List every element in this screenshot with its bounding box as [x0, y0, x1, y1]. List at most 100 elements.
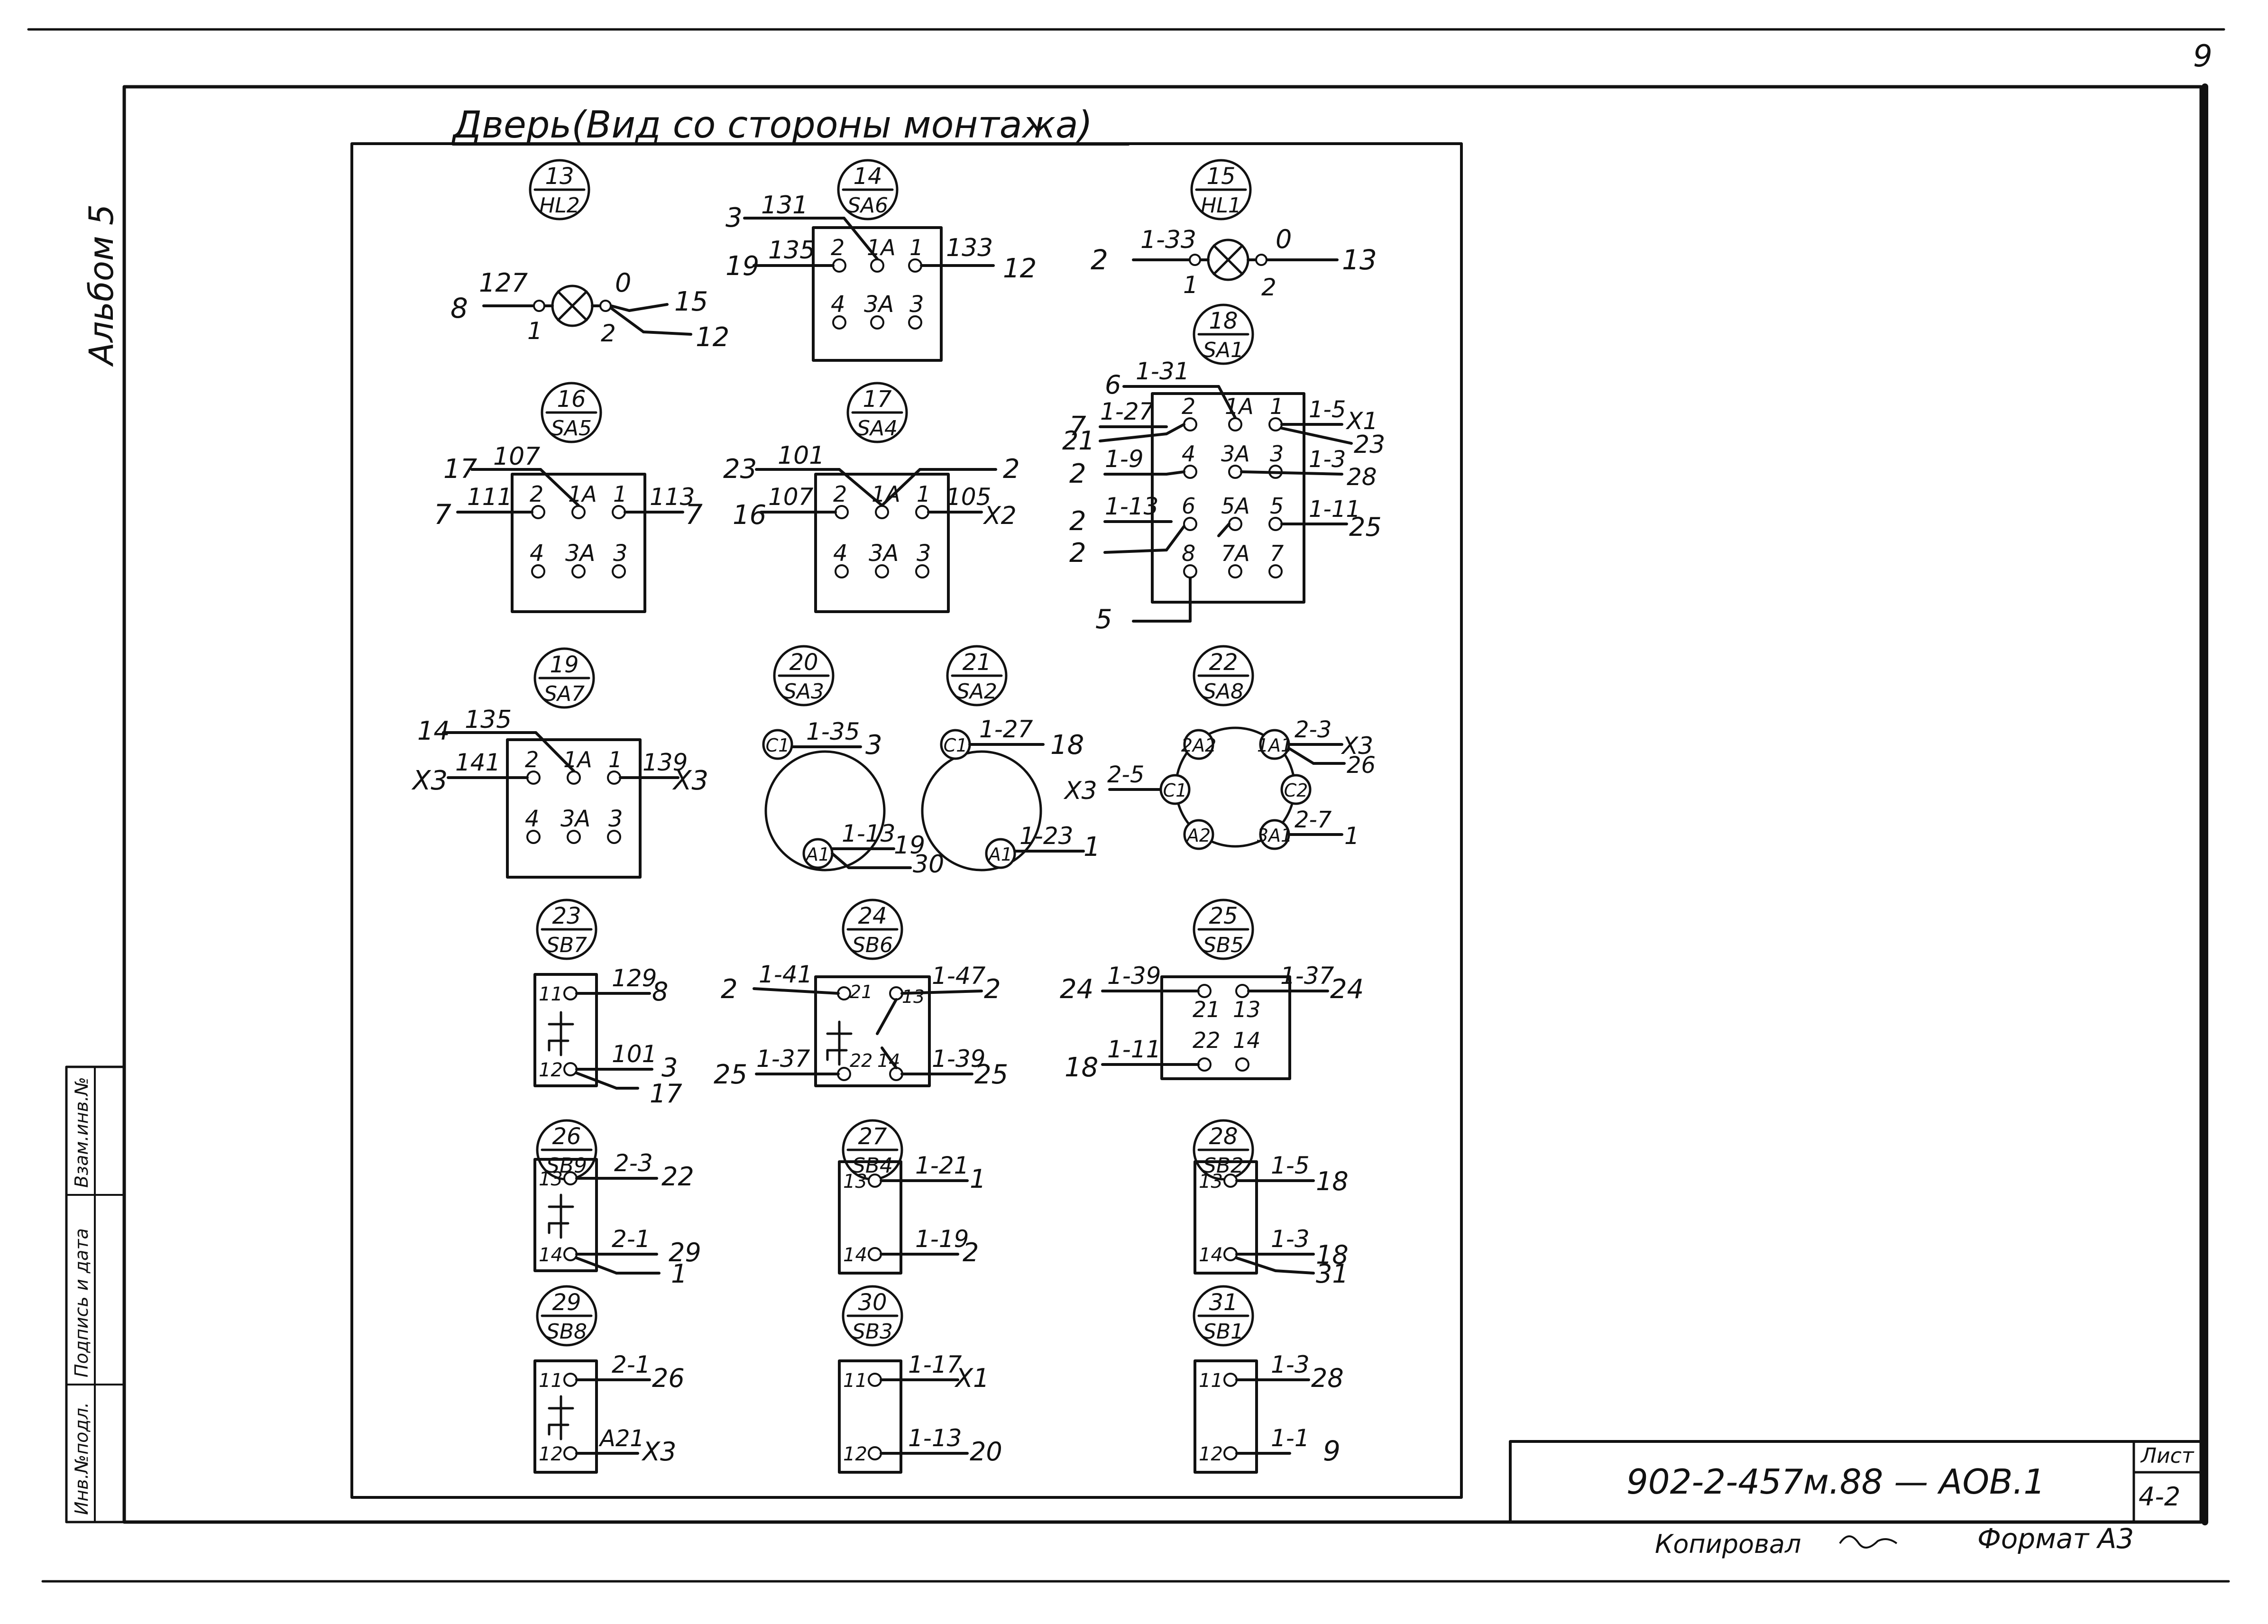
- terminal-label: X2: [982, 502, 1017, 530]
- terminal-label: 16: [733, 500, 766, 531]
- terminal-label: 22: [661, 1162, 694, 1192]
- wire: [1280, 427, 1353, 445]
- button-body: [838, 1160, 902, 1275]
- copier-signature: [1839, 1535, 1898, 1549]
- terminal-label: 1A: [568, 481, 597, 507]
- device-number: 29: [552, 1289, 581, 1316]
- terminal-tag: [762, 729, 793, 760]
- terminal-label: 127: [479, 268, 528, 298]
- terminal-label: A21: [598, 1425, 644, 1452]
- device-id: SA1: [1203, 338, 1244, 362]
- terminal-label: 101: [612, 1040, 657, 1068]
- device-number: 31: [1209, 1289, 1238, 1316]
- terminal-label: 12: [539, 1059, 563, 1081]
- terminal-label: 12: [843, 1443, 867, 1465]
- terminal: [563, 1446, 578, 1460]
- wire: [628, 303, 669, 312]
- document-code: 902-2-457м.88 — АОВ.1: [1626, 1462, 2045, 1502]
- terminal: [870, 258, 884, 273]
- terminal-label: X3: [1063, 777, 1097, 805]
- terminal-label: C1: [766, 735, 790, 756]
- terminal-label: 20: [970, 1437, 1002, 1467]
- terminal-label: 17: [443, 454, 477, 485]
- terminal-label: 21: [1193, 997, 1221, 1022]
- terminal: [563, 1171, 578, 1185]
- terminal-label: 1A: [872, 481, 900, 507]
- terminal-label: 3A: [565, 540, 595, 567]
- device-number: 27: [858, 1123, 887, 1150]
- terminal-label: 2: [1069, 538, 1086, 569]
- terminal-label: 8: [1182, 541, 1195, 566]
- terminal-label: 3: [608, 806, 623, 832]
- terminal-label: 6: [1182, 493, 1195, 519]
- wire: [610, 304, 631, 312]
- terminal-label: 8: [450, 292, 468, 324]
- wire: [831, 852, 850, 869]
- terminal-label: 1: [608, 747, 622, 772]
- terminal-label: 1A: [1225, 394, 1254, 419]
- device-number: 25: [1209, 903, 1238, 929]
- button-body: [838, 1359, 902, 1474]
- button-body: [1160, 975, 1291, 1080]
- wire: [881, 1046, 898, 1069]
- terminal-label: 23: [723, 454, 757, 485]
- device-id: SB6: [852, 933, 893, 957]
- terminal-label: X3: [672, 765, 708, 796]
- terminal: [607, 771, 621, 785]
- device-number: 22: [1209, 649, 1238, 676]
- terminal-label: X3: [641, 1437, 676, 1467]
- terminal-label: 18: [1050, 730, 1084, 761]
- terminal: [1268, 517, 1283, 531]
- device-id: SB1: [1203, 1320, 1244, 1344]
- device-id: HL1: [1201, 193, 1241, 218]
- terminal-label: 2-7: [1295, 807, 1332, 833]
- terminal: [571, 505, 586, 519]
- terminal-label: 135: [465, 706, 512, 734]
- wire: [1165, 525, 1185, 551]
- wire: [575, 1257, 618, 1275]
- terminal: [563, 1247, 578, 1261]
- terminal-label: 1-5: [1309, 396, 1346, 423]
- terminal: [1268, 564, 1283, 578]
- terminal: [571, 564, 586, 578]
- terminal-label: 3: [661, 1053, 678, 1083]
- terminal-label: 19: [894, 831, 925, 860]
- terminal-label: 1: [970, 1164, 986, 1194]
- terminal-label: 14: [539, 1244, 563, 1266]
- terminal-label: 7A: [1221, 541, 1250, 566]
- wire: [838, 468, 883, 507]
- wire: [1217, 385, 1237, 419]
- sheet-mark: 9: [2193, 39, 2213, 74]
- terminal-label: 14: [1199, 1244, 1223, 1266]
- device-id: SA4: [857, 416, 898, 440]
- terminal-label: 2: [1003, 454, 1020, 485]
- terminal-label: 24: [1330, 974, 1364, 1005]
- terminal: [832, 258, 846, 273]
- terminal: [868, 1174, 882, 1188]
- device-number: 17: [863, 386, 892, 413]
- terminal-label: 105: [946, 483, 991, 511]
- device-number: 20: [789, 649, 818, 676]
- terminal-label: 1: [1183, 271, 1198, 299]
- terminal-label: 12: [539, 1443, 563, 1465]
- terminal-label: 133: [946, 234, 993, 262]
- terminal-label: 18: [1065, 1052, 1098, 1083]
- terminal-label: 1-37: [756, 1045, 810, 1073]
- terminal-label: 7: [685, 498, 703, 531]
- button-body: [1194, 1160, 1258, 1275]
- wire: [1287, 747, 1315, 765]
- terminal-label: 2: [1182, 394, 1195, 419]
- device-number: 18: [1209, 308, 1238, 334]
- terminal-label: 11: [843, 1370, 867, 1392]
- terminal-label: 5A: [1221, 493, 1250, 519]
- wire: [900, 990, 983, 995]
- terminal-label: 1-23: [1019, 822, 1073, 850]
